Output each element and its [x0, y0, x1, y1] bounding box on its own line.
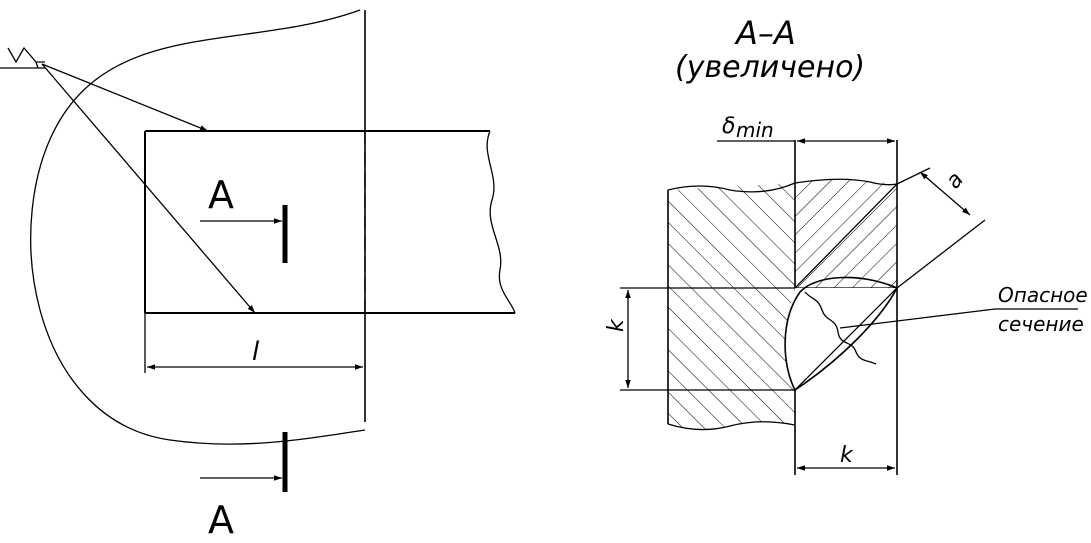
danger-section-callout: Опасное сечение — [839, 283, 1088, 336]
section-title: A–A — [734, 14, 796, 52]
leader-to-top — [41, 63, 209, 132]
attached-plate — [144, 130, 516, 314]
section-subtitle: (увеличено) — [675, 50, 865, 85]
length-label: l — [252, 337, 260, 367]
throat-diagonal — [794, 183, 898, 289]
fillet-weld — [784, 183, 898, 392]
weld-bead-outline — [784, 276, 898, 392]
dimension-length: l — [144, 313, 363, 373]
section-letter-upper: A — [208, 173, 234, 217]
dimension-k-left: k — [604, 290, 631, 388]
left-plate-break-bottom — [667, 421, 796, 431]
left-plate-break-top — [667, 182, 796, 193]
a-dimension-line — [919, 171, 971, 216]
callout-leader — [839, 308, 996, 329]
upper-plate-break-top — [794, 178, 898, 186]
k-left-label: k — [604, 318, 629, 332]
delta-label: δ — [722, 114, 735, 139]
plate-break-line — [486, 130, 516, 314]
leader-to-bottom — [41, 63, 256, 314]
a-ext-line-1 — [896, 167, 931, 185]
section-letter-lower: A — [208, 498, 234, 542]
dimension-a: a — [896, 167, 986, 289]
section-mark-lower: A — [200, 432, 288, 542]
left-plate-section — [667, 182, 796, 431]
weld-symbol — [0, 46, 256, 314]
a-label: a — [941, 168, 969, 194]
weld-flag-icon — [0, 46, 45, 69]
k-bottom-label: k — [840, 443, 854, 468]
base-plate — [30, 9, 366, 445]
dimension-k-bottom: k — [797, 443, 895, 471]
callout-line-1: Опасное — [998, 283, 1088, 307]
delta-subscript: min — [736, 118, 774, 142]
callout-line-2: сечение — [998, 312, 1084, 336]
a-ext-line-2 — [896, 219, 986, 289]
left-plate-hatching — [668, 183, 795, 430]
dimension-delta: δ min — [717, 114, 895, 144]
section-mark-upper: A — [200, 173, 288, 263]
throat-line — [794, 287, 898, 391]
weld-penetration-line — [804, 291, 877, 365]
base-plate-outline — [30, 9, 366, 445]
